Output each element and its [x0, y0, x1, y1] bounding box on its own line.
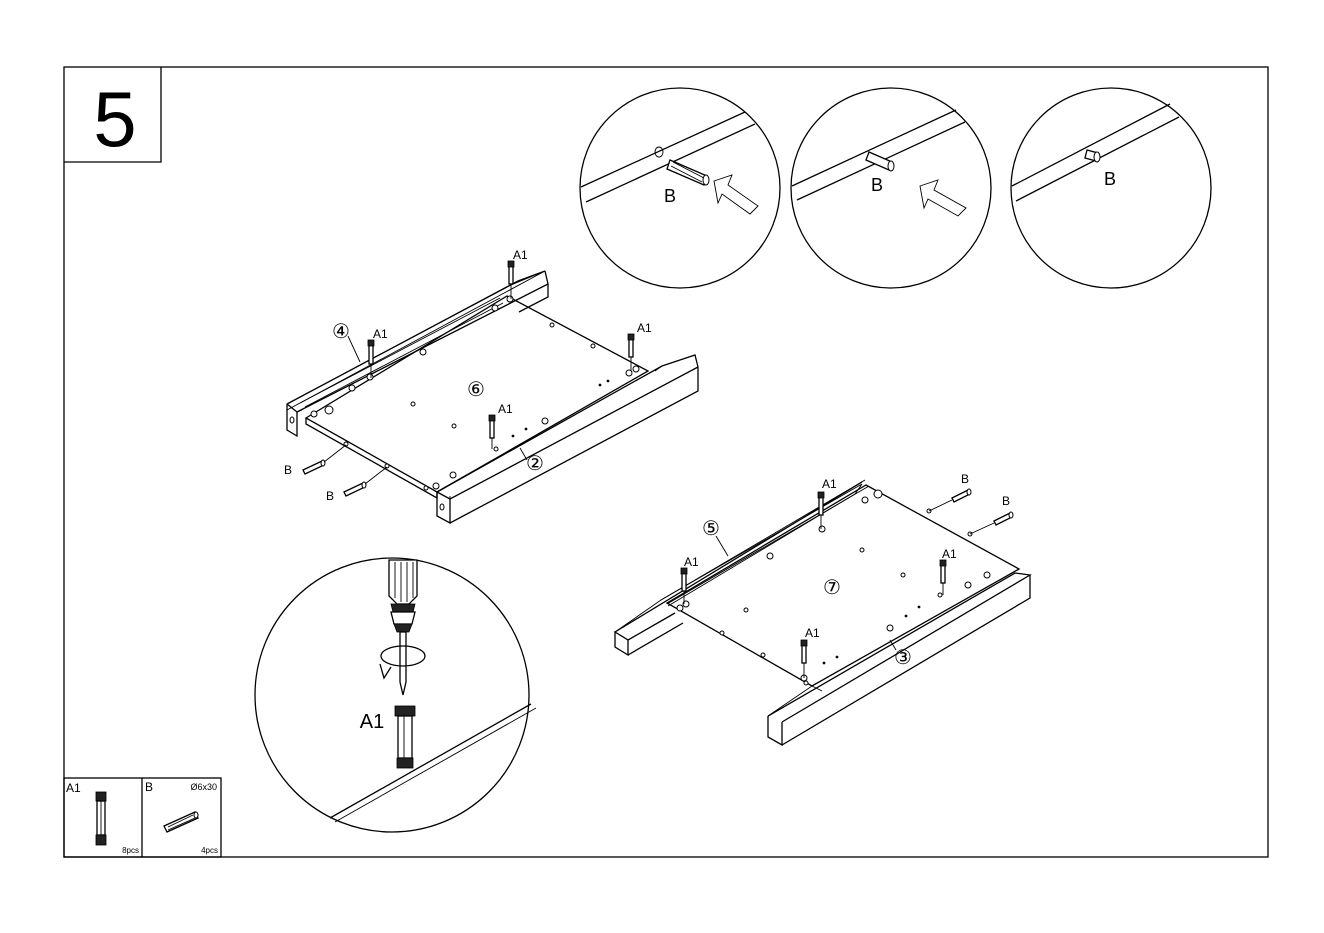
rail-4-label: ④ — [332, 321, 350, 343]
cam-bolt-a1: A1 — [489, 402, 513, 449]
dowel-label: B — [871, 175, 883, 195]
board-7-label: ⑦ — [823, 577, 841, 599]
svg-text:B: B — [1002, 494, 1010, 508]
arrow-icon — [714, 175, 758, 214]
dowel-icon — [164, 812, 198, 832]
svg-text:A1: A1 — [684, 555, 699, 569]
part-id: B — [145, 780, 153, 794]
dowel-b — [1085, 150, 1100, 162]
rail-3-label: ③ — [894, 647, 912, 669]
cam-bolt-icon — [96, 792, 106, 845]
screwdriver-icon — [389, 560, 417, 695]
part-size: Ø6x30 — [190, 782, 217, 792]
svg-text:A1: A1 — [942, 547, 957, 561]
detail-circle-dowel-inserted: B — [1011, 88, 1211, 288]
detail-circle-dowel-insert-2: B — [791, 88, 991, 288]
parts-table: A1 8pcs B Ø6x30 4pcs — [64, 778, 221, 857]
cam-bolt-a1: A1 — [801, 626, 820, 678]
part-id: A1 — [66, 781, 81, 795]
cam-bolt-a1: A1 — [628, 321, 652, 371]
part-qty: 8pcs — [122, 846, 139, 855]
dowel-b: B — [929, 472, 971, 511]
svg-text:A1: A1 — [822, 477, 837, 491]
step-number-box: 5 — [64, 67, 161, 163]
dowel-label: B — [1104, 169, 1116, 189]
rail-2-label: ② — [526, 453, 544, 475]
dowel-b — [866, 152, 894, 171]
parts-cell-a1: A1 8pcs — [66, 781, 139, 855]
dowel-label: B — [664, 186, 676, 206]
part-qty: 4pcs — [201, 846, 218, 855]
cam-bolt-a1: A1 — [508, 248, 528, 299]
cam-bolt-a1: A1 — [940, 547, 957, 595]
svg-text:A1: A1 — [373, 327, 388, 341]
cam-bolt-label: A1 — [360, 711, 384, 733]
svg-text:A1: A1 — [637, 321, 652, 335]
step-number: 5 — [93, 75, 136, 163]
svg-text:A1: A1 — [498, 402, 513, 416]
svg-text:A1: A1 — [805, 626, 820, 640]
svg-text:B: B — [326, 489, 334, 503]
board-6-label: ⑥ — [467, 379, 485, 401]
svg-text:B: B — [961, 472, 969, 486]
parts-cell-b: B Ø6x30 4pcs — [145, 780, 218, 855]
dowel-b — [667, 160, 709, 185]
detail-circle-dowel-insert-1: B — [580, 88, 780, 288]
rail-5-label: ⑤ — [702, 518, 720, 540]
svg-text:B: B — [284, 463, 292, 477]
dowel-b: B — [326, 467, 387, 503]
arrow-icon — [920, 180, 966, 216]
cam-bolt-a1 — [395, 706, 415, 768]
svg-text:A1: A1 — [513, 248, 528, 262]
detail-circle-cam-bolt-screw-in: A1 — [255, 558, 536, 832]
dowel-b: B — [284, 445, 346, 477]
assembly-board-6: A1 A1 A1 A1 B — [284, 248, 698, 523]
dowel-b: B — [970, 494, 1013, 534]
assembly-board-7: A1 A1 A1 A1 B — [615, 472, 1030, 745]
